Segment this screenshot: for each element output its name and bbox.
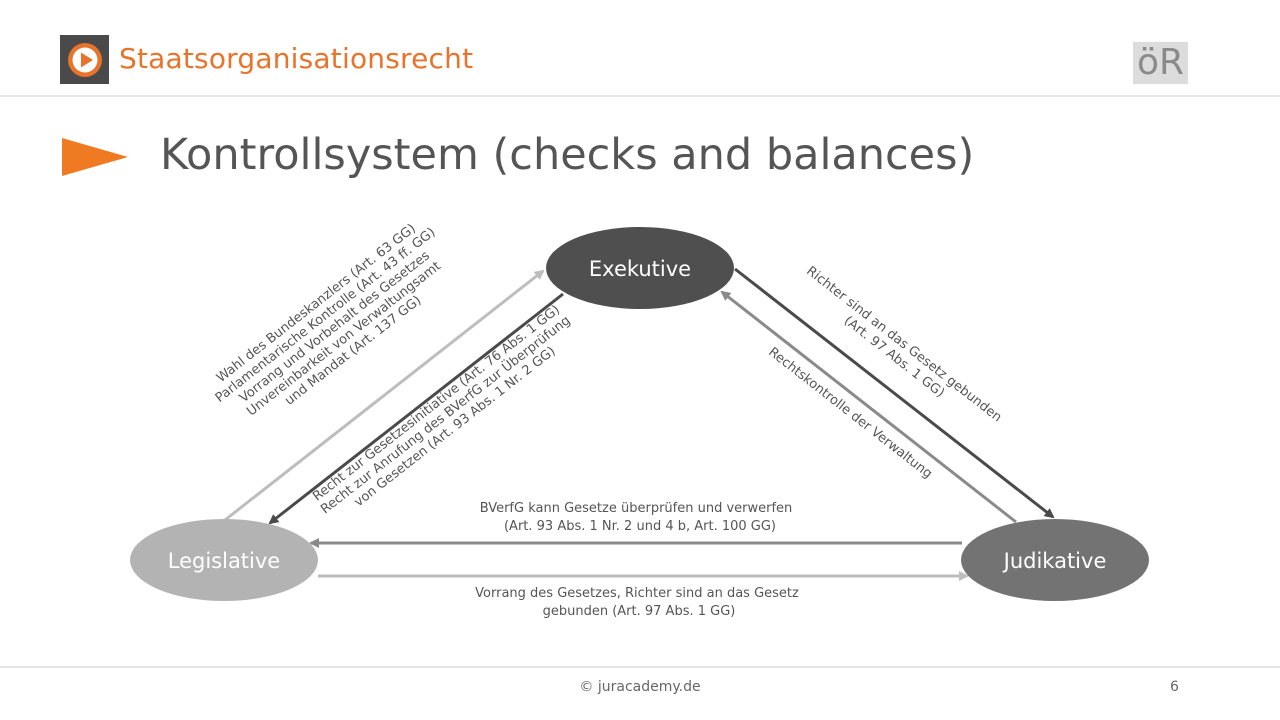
label-legislative-to-judikative: Vorrang des Gesetzes, Richter sind an da… <box>475 586 799 619</box>
svg-text:(Art. 93 Abs. 1 Nr. 2 und 4 b,: (Art. 93 Abs. 1 Nr. 2 und 4 b, Art. 100 … <box>504 519 776 534</box>
header-divider <box>0 95 1280 97</box>
svg-text:Vorrang und Vorbehalt des Gese: Vorrang und Vorbehalt des Gesetzes <box>237 248 433 406</box>
arrow-judikative-to-exekutive <box>720 290 1017 524</box>
section-title: Staatsorganisationsrecht <box>119 42 474 75</box>
arrow-pointer-icon <box>62 138 128 176</box>
node-exekutive: Exekutive <box>546 227 734 309</box>
course-badge: öR <box>1133 42 1188 84</box>
arrow-legislative-to-exekutive <box>224 269 545 522</box>
arrow-exekutive-to-judikative <box>734 267 1055 519</box>
footer-copyright: © juracademy.de <box>579 679 701 695</box>
node-exekutive-label: Exekutive <box>589 257 691 281</box>
arrow-exekutive-to-legislative <box>268 292 564 525</box>
play-icon <box>67 42 102 77</box>
svg-text:gebunden (Art. 97 Abs. 1 GG): gebunden (Art. 97 Abs. 1 GG) <box>543 604 736 619</box>
svg-text:Vorrang des Gesetzes, Richter: Vorrang des Gesetzes, Richter sind an da… <box>475 586 799 601</box>
logo <box>60 35 109 84</box>
node-legislative-label: Legislative <box>168 549 280 573</box>
page-title: Kontrollsystem (checks and balances) <box>160 130 975 180</box>
node-judikative: Judikative <box>961 519 1149 601</box>
node-judikative-label: Judikative <box>1002 549 1107 573</box>
svg-text:von Gesetzen (Art. 93 Abs. 1 N: von Gesetzen (Art. 93 Abs. 1 Nr. 2 GG) <box>352 344 559 510</box>
svg-text:BVerfG kann Gesetze überprüfen: BVerfG kann Gesetze überprüfen und verwe… <box>480 501 793 516</box>
label-judikative-to-legislative: BVerfG kann Gesetze überprüfen und verwe… <box>480 501 793 534</box>
page-number: 6 <box>1170 679 1179 695</box>
label-exekutive-to-judikative: Richter sind an das Gesetz gebunden (Art… <box>803 264 1004 426</box>
node-legislative: Legislative <box>130 519 318 601</box>
footer-divider <box>0 666 1280 668</box>
